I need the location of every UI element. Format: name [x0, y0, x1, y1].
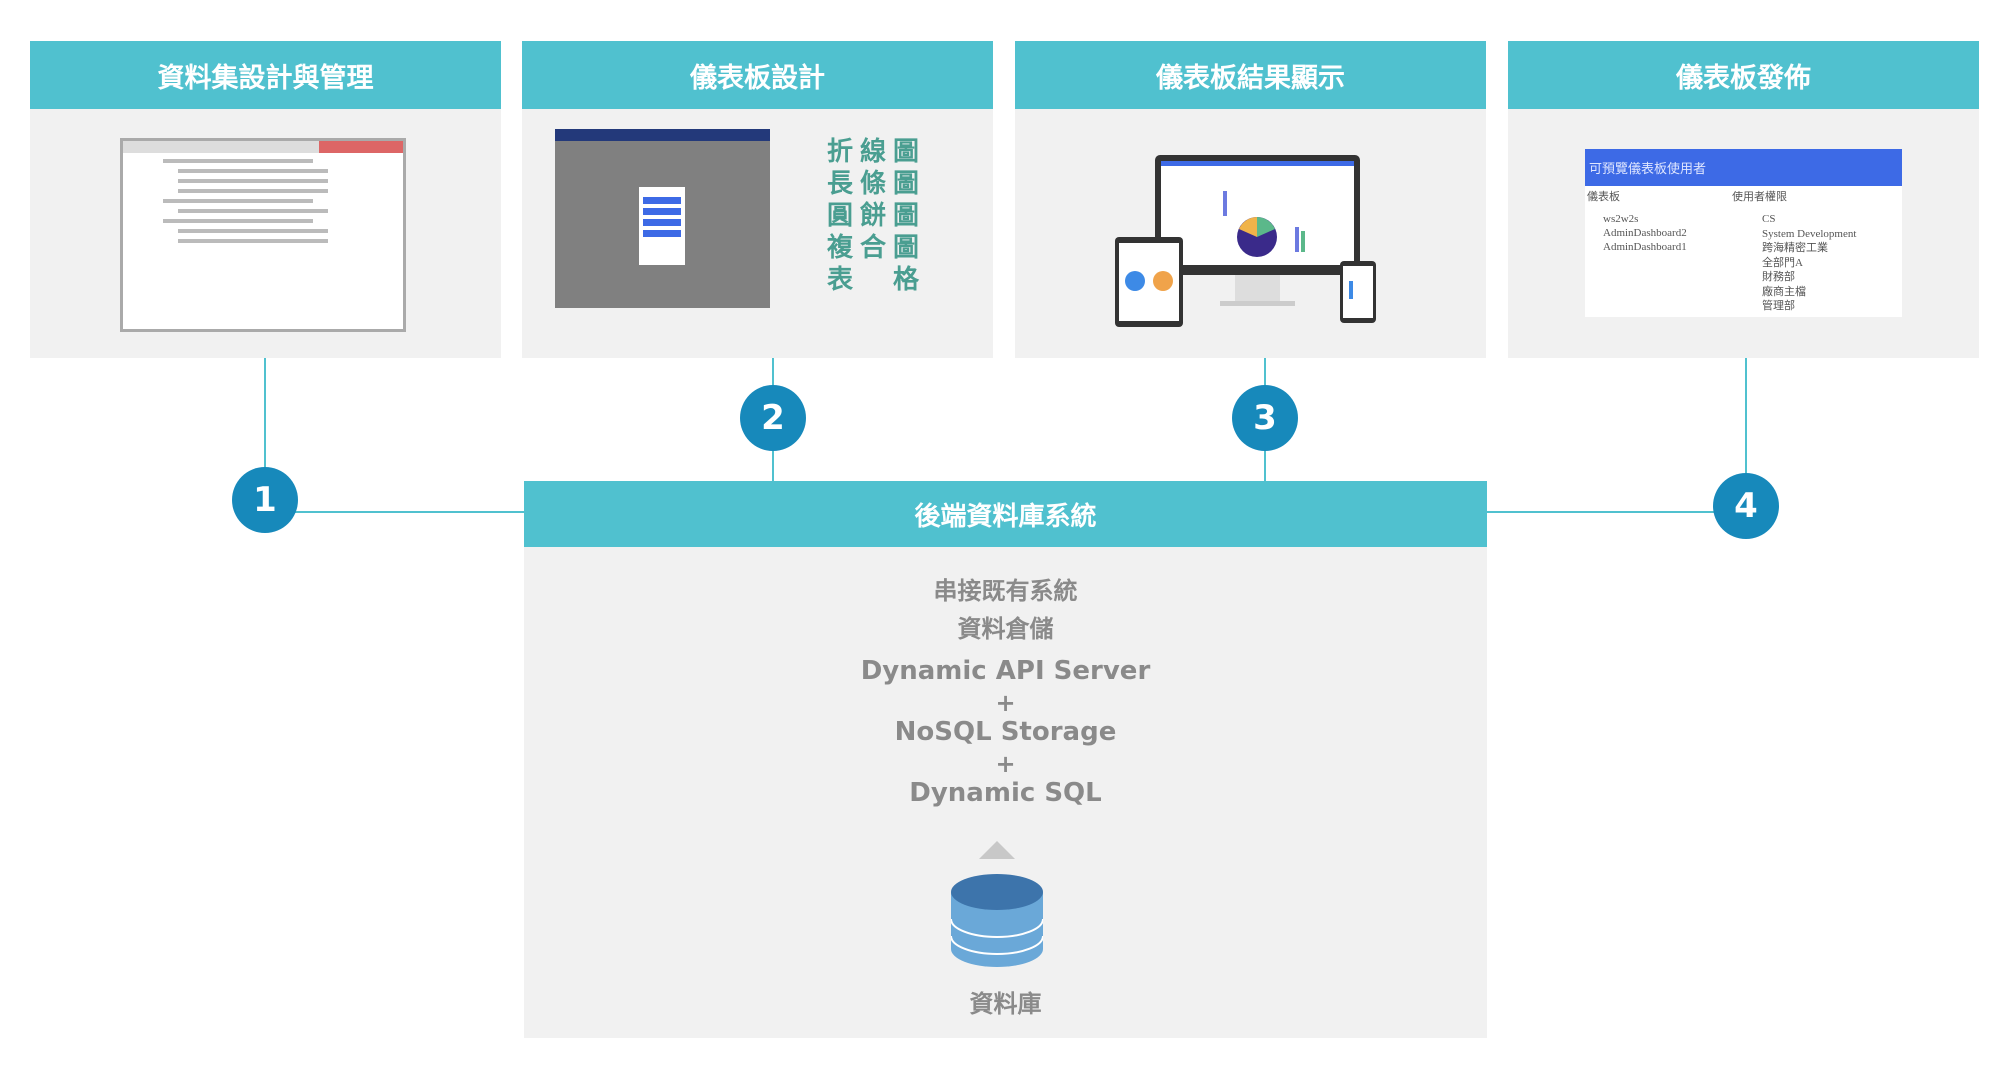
dashboard-item: AdminDashboard1 — [1603, 241, 1687, 253]
preview-header: 可預覽儀表板使用者 — [1589, 161, 1707, 176]
stack-item: Dynamic SQL — [909, 778, 1102, 808]
backend-line: 資料倉儲 — [957, 615, 1054, 643]
database-label: 資料庫 — [969, 990, 1042, 1018]
panel-title: 資料集設計與管理 — [30, 41, 501, 109]
preview-col2: 使用者權限 — [1732, 191, 1787, 203]
backend-system-panel: 後端資料庫系統 串接既有系統 資料倉儲 Dynamic API Server +… — [524, 481, 1487, 1038]
group-item: 管理部 — [1762, 300, 1795, 312]
panel-title: 儀表板發佈 — [1508, 41, 1979, 109]
panel-title: 儀表板結果顯示 — [1015, 41, 1486, 109]
connector-4 — [1745, 358, 1747, 512]
chart-type-char: 圓 — [827, 201, 854, 231]
designer-screenshot — [555, 129, 770, 308]
panel-dashboard-display: 儀表板結果顯示 — [1015, 41, 1486, 358]
chart-type-char: 圖 — [892, 201, 919, 231]
backend-line: 串接既有系統 — [933, 577, 1078, 605]
step-badge-4: 4 — [1713, 473, 1779, 539]
chart-types-list: 折線圖 長條圖 圓餅圖 複合圖 表格 — [827, 136, 919, 296]
step-badge-1: 1 — [232, 467, 298, 533]
tree-view-screenshot — [120, 138, 406, 332]
step-badge-3: 3 — [1232, 385, 1298, 451]
step-badge-2: 2 — [740, 385, 806, 451]
chart-type-char: 表 — [827, 265, 854, 295]
publish-preview-screenshot: 可預覽儀表板使用者 儀表板 ws2w2s AdminDashboard2 Adm… — [1585, 149, 1902, 317]
panel-title: 儀表板設計 — [522, 41, 993, 109]
up-arrow-icon — [979, 841, 1015, 859]
connector-1 — [264, 358, 266, 512]
connector-1-h — [264, 511, 526, 513]
connector-4-h — [1486, 511, 1746, 513]
chart-type-char: 條 — [859, 169, 886, 199]
group-item: 廠商主檔 — [1762, 285, 1806, 298]
panel-dataset-design: 資料集設計與管理 — [30, 41, 501, 358]
dashboard-item: ws2w2s — [1603, 213, 1639, 225]
database-icon — [951, 874, 1043, 967]
chart-type-char: 圖 — [892, 169, 919, 199]
chart-type-char: 合 — [859, 233, 886, 263]
stack-item: Dynamic API Server — [860, 656, 1151, 686]
stack-plus: + — [995, 689, 1016, 717]
chart-type-char: 線 — [859, 137, 886, 167]
chart-type-char: 圖 — [892, 137, 919, 167]
responsive-devices-icon — [1115, 155, 1376, 327]
stack-item: NoSQL Storage — [894, 717, 1117, 747]
chart-type-char: 格 — [892, 265, 919, 295]
group-item: CS — [1762, 213, 1776, 225]
chart-type-char: 餅 — [859, 201, 886, 231]
backend-title: 後端資料庫系統 — [524, 481, 1487, 547]
chart-type-char: 折 — [827, 137, 854, 167]
group-item: 全部門A — [1762, 256, 1803, 269]
chart-type-char: 長 — [827, 169, 854, 199]
group-item: 跨海精密工業 — [1762, 242, 1828, 254]
preview-col1: 儀表板 — [1587, 191, 1620, 203]
panel-dashboard-design: 儀表板設計 折線圖 長條圖 圓餅圖 複合圖 表格 — [522, 41, 993, 358]
panel-dashboard-publish: 儀表板發佈 可預覽儀表板使用者 儀表板 ws2w2s AdminDashboar… — [1508, 41, 1979, 358]
chart-type-char: 圖 — [892, 233, 919, 263]
stack-plus: + — [995, 750, 1016, 778]
group-item: System Development — [1762, 227, 1857, 240]
group-item: 財務部 — [1762, 271, 1795, 283]
dashboard-item: AdminDashboard2 — [1603, 227, 1687, 239]
chart-type-char: 複 — [827, 233, 854, 263]
